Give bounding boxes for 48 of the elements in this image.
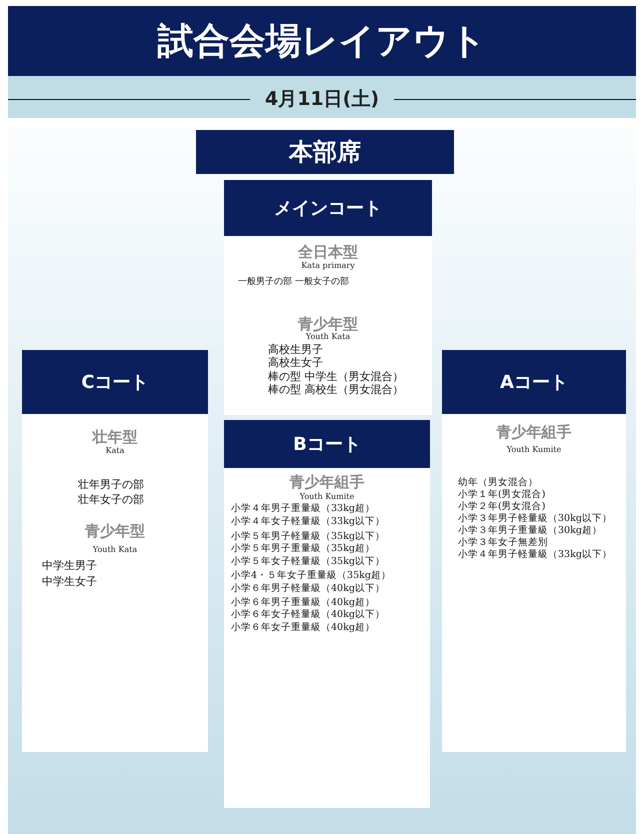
- division-item: 一般男子の部 一般女子の部: [238, 277, 349, 288]
- division-item: 小学１年(男女混合): [458, 489, 546, 500]
- court-panel: [442, 350, 626, 752]
- division-item: 小学６年女子重量級（40kg超）: [231, 622, 375, 634]
- division-item: 小学５年女子軽量級（35kg以下）: [231, 556, 385, 568]
- category-subtitle: Kata: [106, 446, 124, 456]
- court-header: Cコート: [22, 350, 208, 414]
- court-header: Aコート: [442, 350, 626, 414]
- division-item: 幼年（男女混合）: [458, 477, 538, 488]
- category-heading: 青少年型: [298, 315, 358, 333]
- category-subtitle: Kata primary: [301, 261, 355, 271]
- category-heading: 全日本型: [298, 243, 358, 261]
- division-item: 小学4・５年女子重量級（35kg超）: [231, 570, 391, 582]
- category-heading: 青少年組手: [496, 423, 572, 441]
- court-panel: [224, 420, 430, 808]
- division-item: 小学４年男子軽量級（33kg以下）: [458, 549, 612, 560]
- division-item: 小学６年男子軽量級（40kg以下）: [231, 583, 385, 594]
- category-subtitle: Youth Kumite: [506, 445, 562, 455]
- court-panel: [224, 180, 432, 415]
- division-item: 小学２年(男女混合): [458, 501, 546, 512]
- division-item: 高校生男子: [268, 343, 323, 356]
- division-item: 小学５年男子軽量級（35kg以下）: [231, 531, 385, 542]
- date-label: 4月11日(土): [264, 87, 380, 112]
- division-item: 高校生女子: [268, 356, 323, 369]
- division-item: 小学４年男子重量級（33kg超）: [231, 503, 375, 514]
- category-subtitle: Youth Kumite: [300, 492, 354, 502]
- court-header: Bコート: [224, 420, 430, 468]
- category-subtitle: Youth Kata: [306, 332, 350, 342]
- court-header: メインコート: [224, 180, 432, 236]
- division-item: 壮年男子の部: [78, 478, 144, 491]
- division-item: 小学３年男子軽量級（30kg以下）: [458, 513, 612, 524]
- category-heading: 青少年型: [85, 522, 145, 540]
- division-item: 小学３年男子重量級（30kg超）: [458, 525, 602, 536]
- division-item: 小学５年男子重量級（35kg超）: [231, 543, 375, 554]
- category-heading: 壮年型: [92, 428, 138, 446]
- category-heading: 青少年組手: [290, 473, 364, 491]
- division-item: 壮年女子の部: [78, 493, 144, 506]
- division-item: 棒の型 中学生（男女混合）: [268, 370, 404, 383]
- division-item: 小学４年女子軽量級（33kg以下）: [231, 516, 385, 528]
- court-panel: [22, 350, 208, 752]
- division-item: 棒の型 高校生（男女混合）: [268, 383, 404, 396]
- division-item: 小学３年女子無差別: [458, 537, 548, 548]
- division-item: 中学生女子: [42, 575, 97, 588]
- title-banner: 試合会場レイアウト: [8, 6, 636, 76]
- division-item: 小学６年男子重量級（40kg超）: [231, 597, 375, 608]
- division-item: 小学６年女子軽量級（40kg以下）: [231, 609, 385, 620]
- division-item: 中学生男子: [42, 559, 97, 572]
- category-subtitle: Youth Kata: [92, 545, 138, 555]
